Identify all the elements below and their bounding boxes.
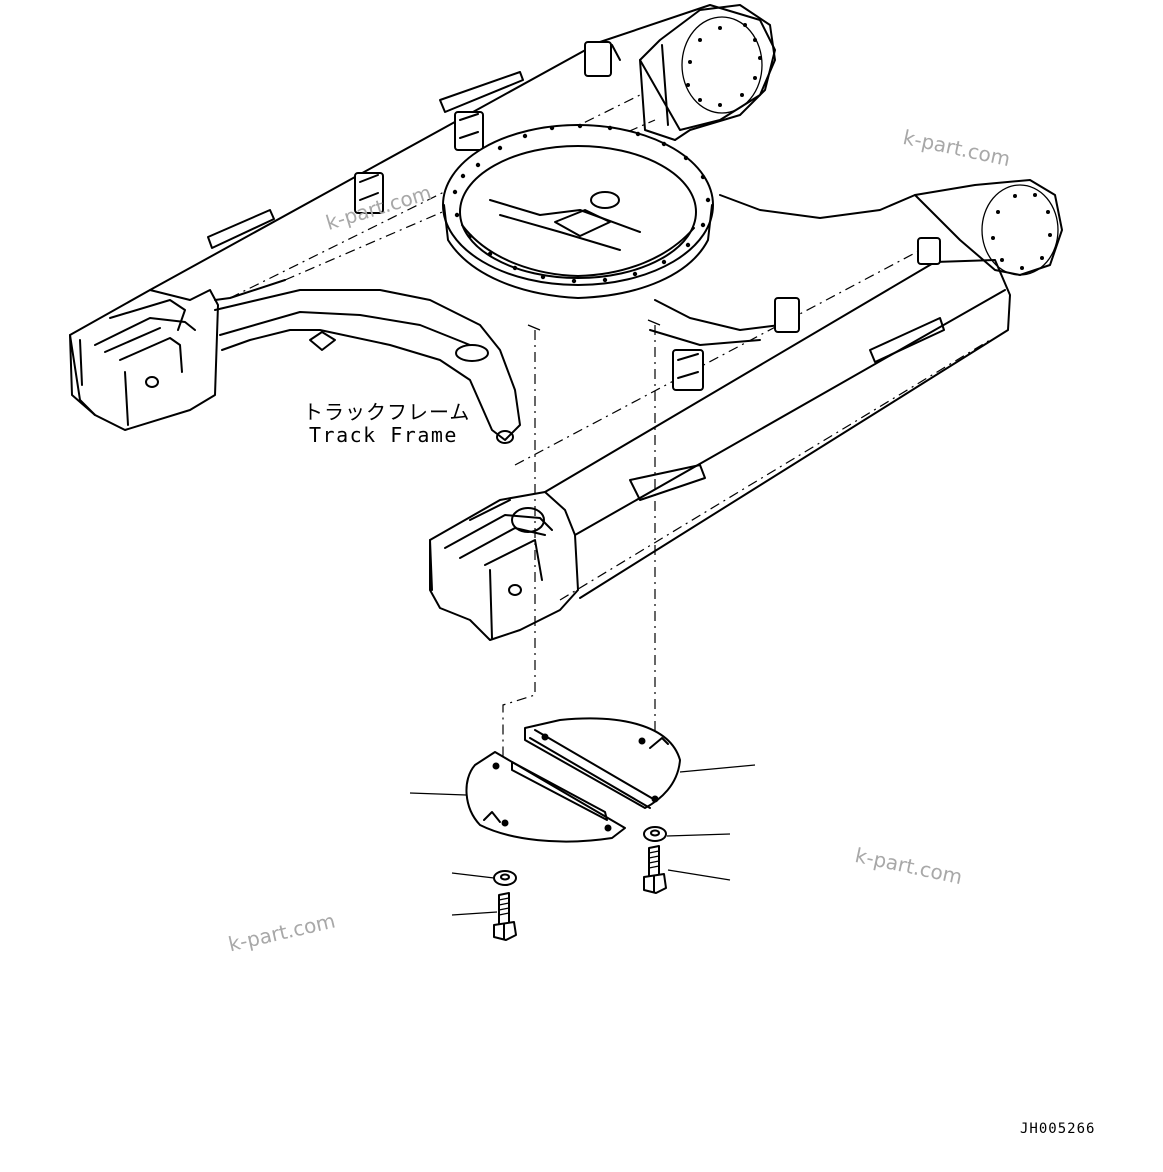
leader-lines bbox=[409, 764, 756, 916]
drawing-code: JH005266 bbox=[1020, 1121, 1096, 1137]
rear-sprocket-housing bbox=[639, 4, 776, 141]
track-frame bbox=[69, 4, 1063, 641]
washer-left bbox=[493, 870, 517, 886]
cover-plate-left bbox=[465, 751, 626, 843]
center-frame bbox=[214, 194, 916, 444]
left-side-frame bbox=[69, 279, 286, 431]
cover-plate-right bbox=[524, 717, 681, 809]
track-frame-label-en: Track Frame bbox=[309, 423, 458, 447]
swing-circle-bolt-holes bbox=[452, 123, 711, 284]
bolt-left bbox=[493, 892, 517, 941]
washer-right bbox=[643, 826, 667, 842]
front-idler-housing bbox=[914, 179, 1063, 276]
bolt-right bbox=[643, 845, 667, 894]
right-rail bbox=[514, 237, 1011, 601]
swing-circle bbox=[442, 123, 714, 299]
track-frame-label-jp: トラックフレーム bbox=[303, 400, 471, 424]
right-side-frame bbox=[429, 491, 579, 641]
